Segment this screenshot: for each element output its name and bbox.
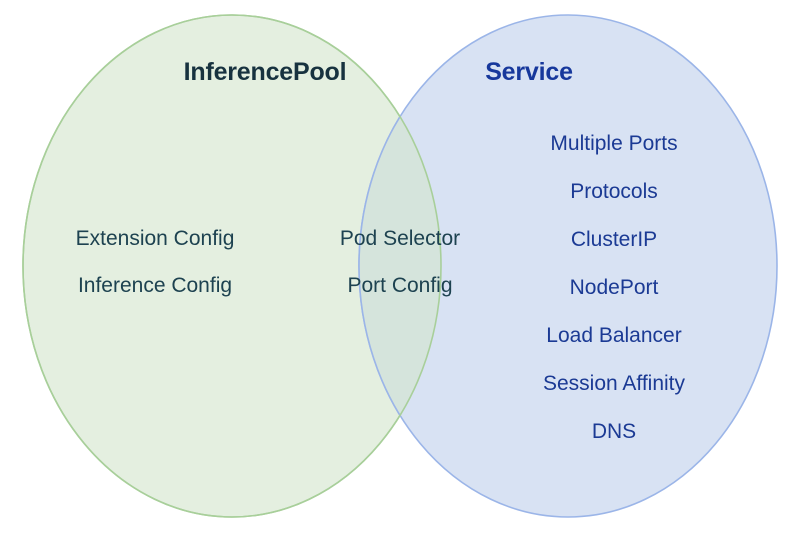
item-list-service: Multiple Ports Protocols ClusterIP NodeP… [543,133,685,442]
list-item: Port Config [347,274,453,297]
set-title-service: Service [485,58,573,86]
list-item: ClusterIP [570,228,658,251]
list-item: Extension Config [75,227,235,250]
list-item: DNS [591,420,637,443]
list-item: Protocols [570,180,658,203]
list-item: Multiple Ports [550,132,678,155]
list-item: Load Balancer [546,324,682,347]
item-list-intersection: Pod Selector Port Config [340,228,460,296]
item-list-inferencepool: Extension Config Inference Config [76,228,235,296]
list-item: Inference Config [77,274,233,297]
list-item: NodePort [569,276,659,299]
circle-intersection [358,15,441,517]
set-title-inferencepool: InferencePool [183,58,347,86]
list-item: Session Affinity [542,372,686,395]
list-item: Pod Selector [339,227,461,250]
circle-inferencepool-outline [22,14,442,518]
